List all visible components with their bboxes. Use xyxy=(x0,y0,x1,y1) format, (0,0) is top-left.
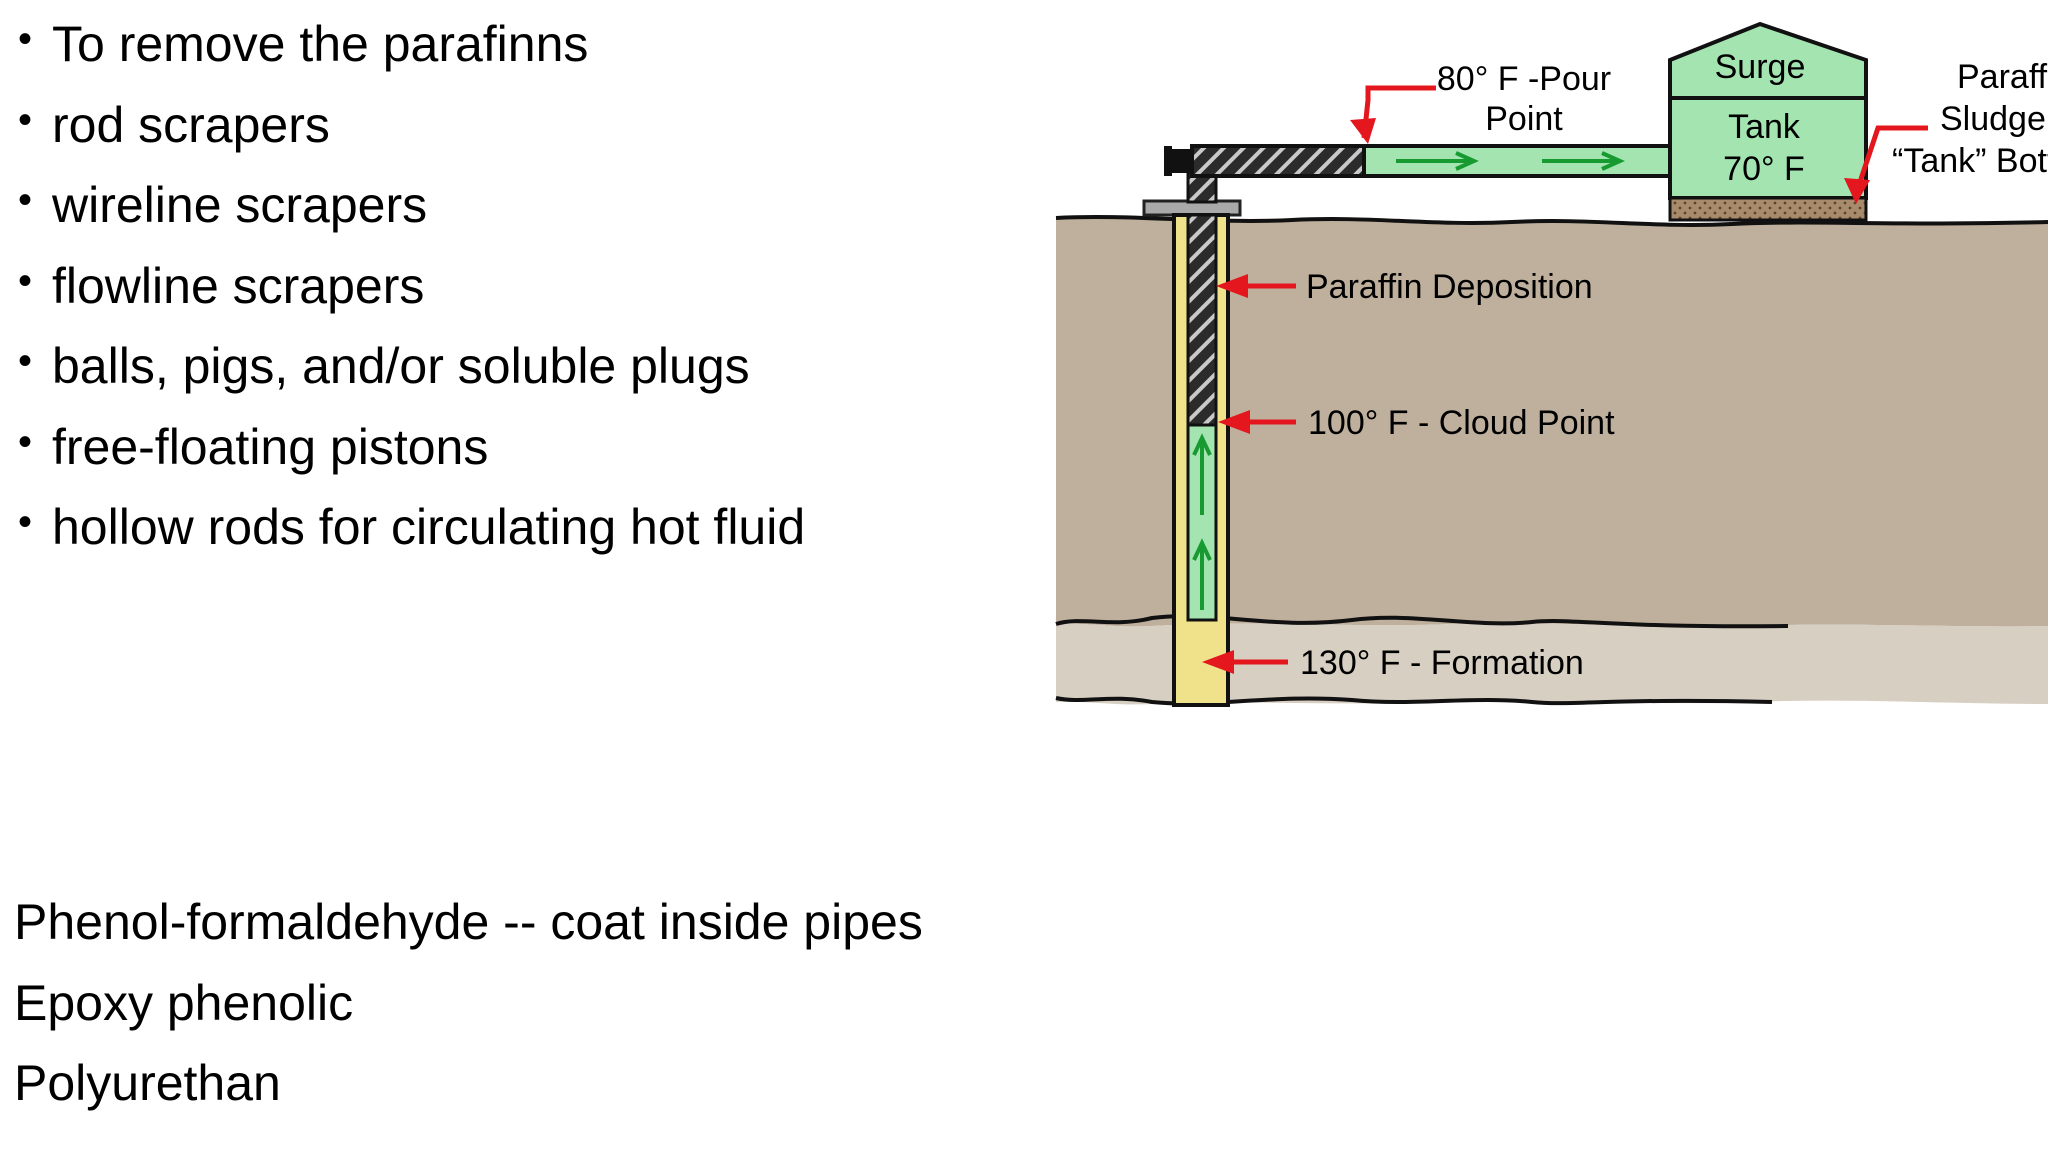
valve-handle xyxy=(1164,146,1172,176)
flow-up-arrow xyxy=(1192,538,1212,610)
coating-item: Polyurethan xyxy=(14,1055,281,1111)
bullet-item: • hollow rods for circulating hot fluid xyxy=(14,487,805,568)
formation-arrowhead xyxy=(1202,650,1234,674)
surge-tank-temperature: 70° F xyxy=(1723,150,1805,188)
casing xyxy=(1172,213,1230,707)
formation-layer xyxy=(1056,623,2048,705)
bullet-dot: • xyxy=(18,178,33,222)
bullet-text: free-floating pistons xyxy=(52,418,489,475)
bullet-text: rod scrapers xyxy=(52,96,330,153)
bullet-item: • free-floating pistons xyxy=(14,407,805,488)
sludge-label: Paraffin xyxy=(1957,58,2048,96)
surge-tank-label: Tank xyxy=(1728,108,1801,146)
tubing-paraffin-zone xyxy=(1186,213,1218,427)
paraffin-deposition-arrowhead xyxy=(1216,274,1248,298)
sludge-label: “Tank” Bottom xyxy=(1892,142,2048,180)
bullet-item: • rod scrapers xyxy=(14,85,805,166)
bullet-item: • wireline scrapers xyxy=(14,165,805,246)
pour-point-arrowhead xyxy=(1350,118,1376,144)
bullet-text: wireline scrapers xyxy=(52,177,428,233)
formation-bottom-line xyxy=(1055,696,1773,706)
flow-right-arrow xyxy=(1396,151,1479,171)
surge-tank-label: Surge xyxy=(1715,48,1806,86)
well-paraffin-diagram: Surge Tank 70° F 80° F -Pour Point Paraf… xyxy=(1055,21,2048,707)
flowline-cap xyxy=(1170,149,1194,173)
sludge-label: Sludge xyxy=(1940,100,2046,138)
sludge-arrowhead xyxy=(1844,178,1870,204)
sludge-tank-bottom xyxy=(1668,196,1868,222)
pour-point-label: 80° F -Pour xyxy=(1437,60,1611,98)
sludge-arrow xyxy=(1855,125,1928,189)
flowline-paraffin xyxy=(1190,144,1366,178)
bullet-dot: • xyxy=(18,419,33,464)
tubing-fluid-zone xyxy=(1186,423,1218,622)
flow-right-arrow xyxy=(1542,151,1625,171)
bullet-text: balls, pigs, and/or soluble plugs xyxy=(52,338,750,394)
cloud-point-label: 100° F - Cloud Point xyxy=(1308,404,1615,442)
bullet-list: • To remove the parafinns • rod scrapers •… xyxy=(14,4,805,568)
coatings-list: Phenol-formaldehyde -- coat inside pipes… xyxy=(14,882,923,1124)
ground-layer xyxy=(1056,217,2048,627)
bullet-dot: • xyxy=(18,17,33,61)
bullet-text: hollow rods for circulating hot fluid xyxy=(52,499,806,555)
pour-point-arrow xyxy=(1361,85,1436,139)
bullet-item: • flowline scrapers xyxy=(14,246,805,327)
bullet-item: • To remove the parafinns xyxy=(14,4,805,85)
bullet-text: flowline scrapers xyxy=(52,257,425,314)
formation-top-line xyxy=(1055,614,1789,629)
bullet-dot: • xyxy=(18,339,33,383)
pour-point-label: Point xyxy=(1485,100,1563,138)
bullet-dot: • xyxy=(18,97,33,142)
formation-label: 130° F - Formation xyxy=(1300,644,1584,682)
flow-up-arrow xyxy=(1192,433,1212,515)
bullet-item: • balls, pigs, and/or soluble plugs xyxy=(14,326,805,407)
bullet-text: To remove the parafinns xyxy=(52,16,589,72)
surge-tank xyxy=(1668,21,1868,200)
coating-item: Epoxy phenolic xyxy=(14,974,354,1031)
paraffin-deposition-label: Paraffin Deposition xyxy=(1306,268,1593,306)
bullet-dot: • xyxy=(18,500,33,544)
cloud-point-arrowhead xyxy=(1218,410,1250,434)
coating-item: Phenol-formaldehyde -- coat inside pipes xyxy=(14,894,923,950)
bullet-dot: • xyxy=(18,258,33,303)
